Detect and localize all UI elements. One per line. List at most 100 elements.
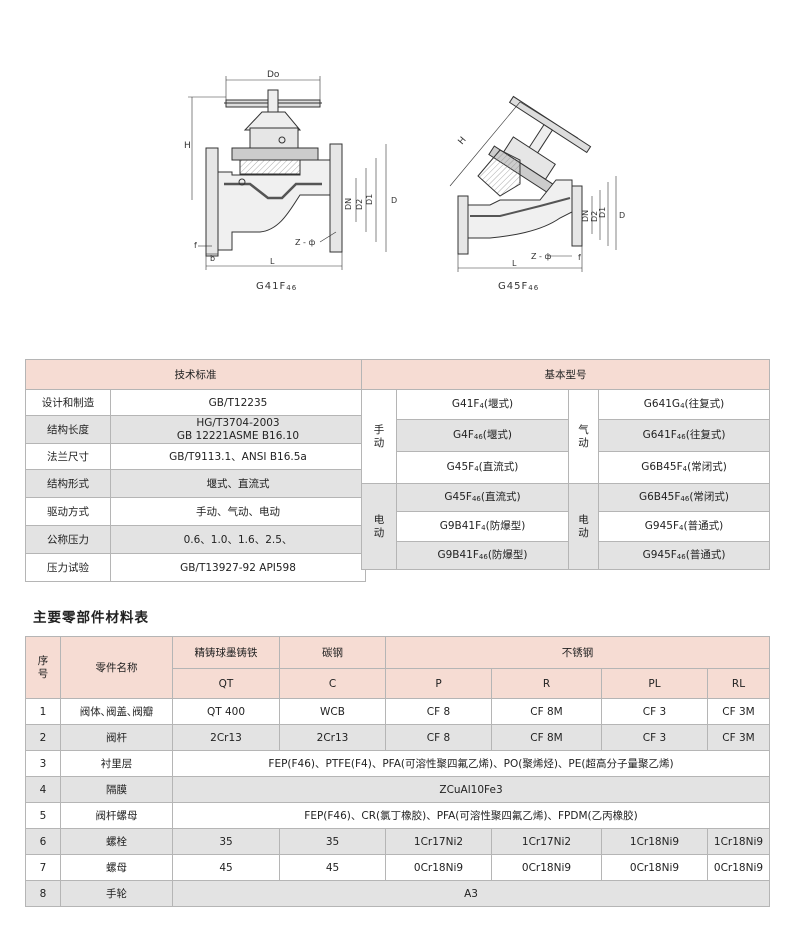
- dim-d-right: D: [619, 211, 625, 220]
- row-part: 隔膜: [60, 776, 173, 803]
- cell: 0Cr18Ni9: [707, 854, 770, 881]
- model-cell: G45F4(直流式): [396, 451, 569, 484]
- tech-label: 公称压力: [25, 525, 111, 554]
- tech-label: 法兰尺寸: [25, 443, 111, 470]
- tech-label: 设计和制造: [25, 389, 111, 416]
- valve-drawings: Do H DN D2 D1 D f b Z - ф L: [184, 70, 625, 272]
- col-part-name: 零件名称: [60, 636, 173, 699]
- dim-f-left: f: [194, 241, 197, 250]
- cell: CF 8: [385, 698, 492, 725]
- tech-label: 驱动方式: [25, 497, 111, 526]
- cell: 45: [279, 854, 386, 881]
- tech-label: 压力试验: [25, 553, 111, 582]
- table-row: 5 阀杆螺母 FEP(F46)、CR(氯丁橡胶)、PFA(可溶性聚四氟乙烯)、F…: [25, 802, 770, 829]
- group-pneumatic: 气动: [568, 389, 599, 484]
- model-cell: G6B45F46(常闭式): [598, 483, 770, 512]
- model-cell: G45F46(直流式): [396, 483, 569, 512]
- dim-d1-left: D1: [365, 194, 374, 205]
- col-no: 序号: [25, 636, 61, 699]
- materials-table: 序号 零件名称 精铸球墨铸铁 碳钢 不锈钢 QT C P R PL RL 1 阀…: [25, 636, 770, 907]
- dim-z-left: Z - ф: [295, 238, 315, 247]
- cell: CF 3M: [707, 698, 770, 725]
- cell-span: ZCuAl10Fe3: [172, 776, 770, 803]
- row-part: 螺栓: [60, 828, 173, 855]
- table-row: 4 隔膜 ZCuAl10Fe3: [25, 776, 770, 803]
- tech-value: GB/T9113.1、ANSI B16.5a: [110, 443, 366, 470]
- cell: 1Cr17Ni2: [385, 828, 492, 855]
- code-rl: RL: [707, 668, 770, 699]
- cell: 0Cr18Ni9: [601, 854, 708, 881]
- code-pl: PL: [601, 668, 708, 699]
- tech-label: 结构形式: [25, 469, 111, 498]
- cell: 35: [172, 828, 280, 855]
- cell: WCB: [279, 698, 386, 725]
- row-part: 手轮: [60, 880, 173, 907]
- table-row: 8 手轮 A3: [25, 880, 770, 907]
- basic-models-table: 基本型号 手动 G41F4(堰式) 气动 G641G4(往复式) G4F46(堰…: [361, 359, 770, 570]
- group-manual: 手动: [361, 389, 397, 484]
- dim-do: Do: [267, 70, 280, 80]
- cell: 45: [172, 854, 280, 881]
- col-carbon-steel: 碳钢: [279, 636, 386, 669]
- cell: 35: [279, 828, 386, 855]
- cell: CF 3: [601, 698, 708, 725]
- row-part: 阀体､阀盖､阀瓣: [60, 698, 173, 725]
- tech-value: 堰式、直流式: [110, 469, 366, 498]
- row-part: 阀杆螺母: [60, 802, 173, 829]
- group-electric-left: 电动: [361, 483, 397, 570]
- model-cell: G6B45F4(常闭式): [598, 451, 770, 484]
- cell: CF 8M: [491, 698, 602, 725]
- group-electric-right: 电动: [568, 483, 599, 570]
- cell: CF 3: [601, 724, 708, 751]
- dim-h-right: H: [457, 135, 469, 147]
- dim-dn-right: DN: [581, 210, 590, 222]
- dim-d1-right: D1: [598, 207, 607, 218]
- tech-value: GB/T12235: [110, 389, 366, 416]
- cell: 0Cr18Ni9: [491, 854, 602, 881]
- model-cell: G4F46(堰式): [396, 419, 569, 452]
- code-r: R: [491, 668, 602, 699]
- caption-g41f46: G41F46: [256, 281, 298, 292]
- model-cell: G945F4(普通式): [598, 511, 770, 542]
- cell: 1Cr18Ni9: [707, 828, 770, 855]
- dim-z-right: Z - ф: [531, 252, 551, 261]
- table-row: 2 阀杆 2Cr13 2Cr13 CF 8 CF 8M CF 3 CF 3M: [25, 724, 770, 751]
- row-no: 5: [25, 802, 61, 829]
- col-ductile-iron: 精铸球墨铸铁: [172, 636, 280, 669]
- model-cell: G9B41F46(防爆型): [396, 541, 569, 570]
- g45f46-drawing: [449, 95, 617, 272]
- tech-value: GB/T13927-92 API598: [110, 553, 366, 582]
- cell-span: FEP(F46)、PTFE(F4)、PFA(可溶性聚四氟乙烯)、PO(聚烯烃)、…: [172, 750, 770, 777]
- dim-dn-left: DN: [344, 198, 353, 210]
- code-c: C: [279, 668, 386, 699]
- cell: CF 8: [385, 724, 492, 751]
- cell-span: A3: [172, 880, 770, 907]
- cell: CF 3M: [707, 724, 770, 751]
- cell: 2Cr13: [279, 724, 386, 751]
- cell: QT 400: [172, 698, 280, 725]
- code-qt: QT: [172, 668, 280, 699]
- model-table-title: 基本型号: [361, 359, 770, 390]
- dim-d-left: D: [391, 196, 397, 205]
- cell-span: FEP(F46)、CR(氯丁橡胶)、PFA(可溶性聚四氟乙烯)、FPDM(乙丙橡…: [172, 802, 770, 829]
- dim-b-left: b: [210, 254, 215, 263]
- g41f46-drawing: [188, 76, 387, 270]
- tech-value: 手动、气动、电动: [110, 497, 366, 526]
- caption-g45f46: G45F46: [498, 281, 540, 292]
- model-cell: G641F46(往复式): [598, 419, 770, 452]
- cell: 2Cr13: [172, 724, 280, 751]
- table-row: 1 阀体､阀盖､阀瓣 QT 400 WCB CF 8 CF 8M CF 3 CF…: [25, 698, 770, 725]
- dim-d2-right: D2: [590, 211, 599, 222]
- row-no: 7: [25, 854, 61, 881]
- table-row: 7 螺母 45 45 0Cr18Ni9 0Cr18Ni9 0Cr18Ni9 0C…: [25, 854, 770, 881]
- dim-h-left: H: [184, 141, 191, 151]
- cell: 0Cr18Ni9: [385, 854, 492, 881]
- code-p: P: [385, 668, 492, 699]
- row-no: 8: [25, 880, 61, 907]
- row-no: 6: [25, 828, 61, 855]
- model-cell: G641G4(往复式): [598, 389, 770, 420]
- row-no: 4: [25, 776, 61, 803]
- table-row: 3 衬里层 FEP(F46)、PTFE(F4)、PFA(可溶性聚四氟乙烯)、PO…: [25, 750, 770, 777]
- tech-label: 结构长度: [25, 415, 111, 444]
